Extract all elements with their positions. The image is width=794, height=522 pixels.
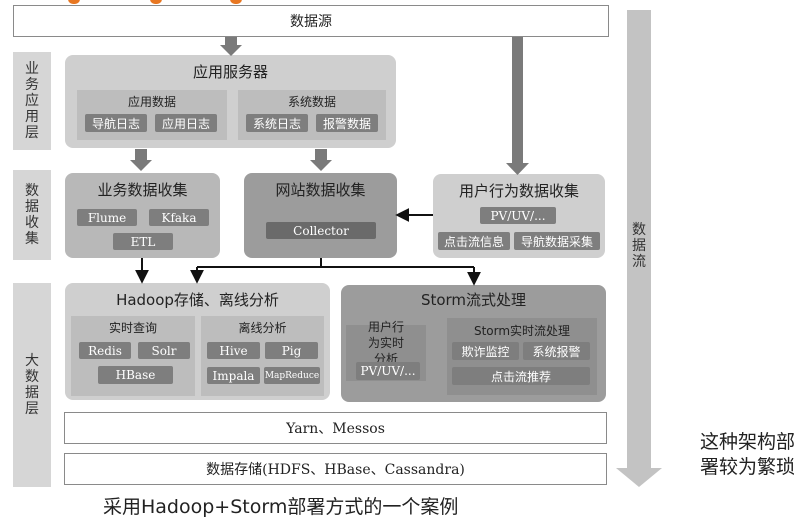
alarm-data-chip: 报警数据: [316, 114, 378, 132]
sys-alarm-chip: 系统报警: [523, 342, 590, 360]
data-source-bar: 数据源: [13, 5, 609, 37]
sys-data-title: 系统数据: [287, 94, 336, 109]
etl-chip: ETL: [113, 233, 173, 250]
collector-chip: Collector: [266, 222, 376, 239]
decorative-dots: [0, 0, 260, 6]
hive-chip: Hive: [207, 342, 260, 359]
flume-chip: Flume: [77, 209, 137, 226]
click-recommend-chip: 点击流推荐: [452, 367, 590, 385]
biz-collect-panel: 业务数据收集 Flume Kfaka ETL: [65, 173, 220, 258]
diagram-caption: 采用Hadoop+Storm部署方式的一个案例: [103, 496, 459, 518]
yarn-bar: Yarn、Messos: [64, 412, 607, 444]
band-bigdata-layer: 大数据层: [13, 283, 51, 487]
offline-analysis-group: 离线分析 Hive Pig Impala MapReduce: [201, 316, 324, 396]
kfaka-chip: Kfaka: [149, 209, 209, 226]
app-data-title: 应用数据: [127, 94, 176, 109]
thick-arrow-sys-to-web: [310, 149, 332, 171]
user-collect-panel: 用户行为数据收集 PV/UV/... 点击流信息 导航数据采集: [433, 174, 605, 258]
storm-panel: Storm流式处理 用户行为实时分析 PV/UV/... Storm实时流处理 …: [341, 285, 606, 402]
dot-2: [150, 0, 162, 4]
hbase-chip: HBase: [98, 366, 173, 384]
sys-log-chip: 系统日志: [246, 114, 308, 132]
label-bigdata-layer: 大数据层: [25, 353, 39, 417]
fraud-monitor-chip: 欺诈监控: [452, 342, 519, 360]
web-collect-panel: 网站数据收集 Collector: [244, 173, 397, 258]
storage-bar: 数据存储(HDFS、HBase、Cassandra): [64, 453, 607, 485]
impala-chip: Impala: [207, 367, 260, 384]
app-server-title: 应用服务器: [192, 62, 268, 81]
realtime-query-group: 实时查询 Redis Solr HBase: [71, 316, 195, 396]
sys-data-group: 系统数据 系统日志 报警数据: [238, 90, 386, 140]
user-collect-title: 用户行为数据收集: [458, 181, 579, 200]
side-note: 这种架构部署较为繁琐: [700, 431, 794, 478]
redis-chip: Redis: [79, 342, 131, 359]
app-log-chip: 应用日志: [155, 114, 217, 132]
data-flow-arrow: [616, 10, 662, 487]
band-collect-layer: 数据收集: [13, 170, 51, 260]
dot-3: [230, 0, 242, 4]
storm-pvuv-chip: PV/UV/...: [356, 362, 420, 380]
pvuv-chip: PV/UV/...: [480, 207, 556, 224]
realtime-query-title: 实时查询: [108, 320, 157, 335]
hadoop-panel: Hadoop存储、离线分析 实时查询 Redis Solr HBase 离线分析…: [65, 283, 330, 400]
hadoop-title: Hadoop存储、离线分析: [116, 290, 279, 309]
pig-chip: Pig: [265, 342, 318, 359]
thick-arrow-source-to-user: [506, 37, 529, 175]
app-server-panel: 应用服务器 应用数据 导航日志 应用日志 系统数据 系统日志 报警数据: [65, 55, 396, 148]
app-data-group: 应用数据 导航日志 应用日志: [77, 90, 227, 140]
label-business-layer: 业务应用层: [25, 61, 39, 141]
offline-analysis-title: 离线分析: [238, 320, 287, 335]
nav-data-chip: 导航数据采集: [514, 232, 600, 250]
band-business-layer: 业务应用层: [13, 52, 51, 150]
clickstream-chip: 点击流信息: [438, 232, 510, 250]
storm-title: Storm流式处理: [420, 290, 527, 309]
biz-collect-title: 业务数据收集: [97, 180, 188, 199]
thick-arrow-app-to-biz: [130, 149, 152, 171]
storm-realtime-title: Storm实时流处理: [473, 323, 571, 338]
label-collect-layer: 数据收集: [25, 183, 39, 247]
dot-1: [68, 0, 80, 4]
web-collect-title: 网站数据收集: [275, 180, 366, 199]
storm-realtime-group: Storm实时流处理 欺诈监控 系统报警 点击流推荐: [447, 318, 597, 395]
nav-log-chip: 导航日志: [85, 114, 147, 132]
thick-arrow-source-to-appserver: [220, 37, 242, 56]
data-flow-label: 数据流: [632, 222, 646, 270]
mapreduce-chip: MapReduce: [264, 367, 320, 384]
solr-chip: Solr: [138, 342, 190, 359]
user-realtime-group: 用户行为实时分析 PV/UV/...: [346, 320, 426, 381]
